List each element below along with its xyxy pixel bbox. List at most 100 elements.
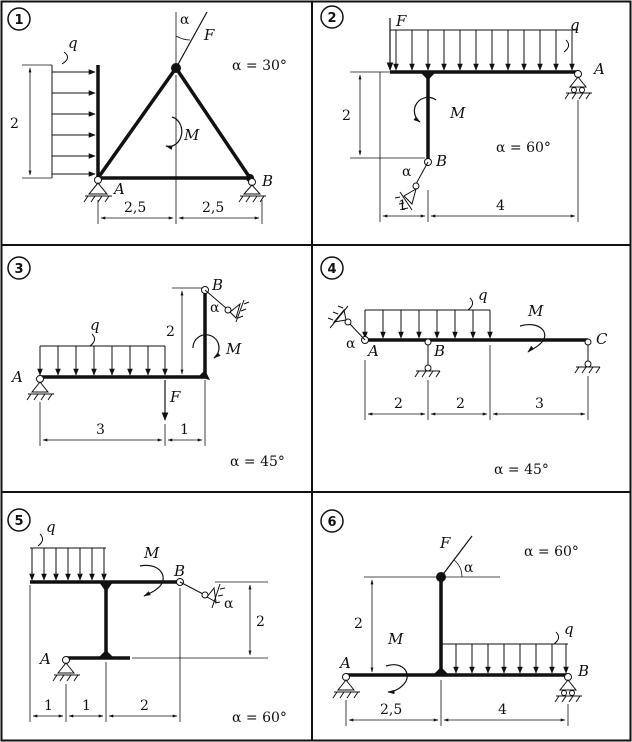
dimension-segment-1: 1	[44, 698, 53, 714]
load-label-q: q	[68, 34, 78, 52]
rigid-joint	[99, 582, 113, 592]
alpha-label: α	[224, 596, 234, 612]
dimension-lines	[22, 64, 263, 224]
load-label-q: q	[564, 620, 574, 638]
support-label-B: B	[261, 172, 273, 190]
dimension-height: 2	[342, 108, 351, 124]
dimension-lines	[39, 287, 206, 446]
angle-value: α = 45°	[494, 462, 549, 478]
load-label-q: q	[570, 16, 580, 34]
moment-M	[165, 116, 183, 150]
force-F	[440, 535, 500, 578]
support-label-B: B	[435, 152, 447, 170]
dimension-lines	[350, 71, 579, 222]
dimension-height: 2	[10, 116, 19, 132]
force-label-F: F	[169, 388, 181, 406]
panel-number: 4	[327, 262, 336, 277]
hinge-joint	[171, 63, 181, 73]
panel-number: 6	[327, 515, 336, 530]
dimension-lines	[29, 581, 268, 722]
dimension-height: 2	[256, 614, 265, 630]
support-A	[564, 70, 592, 100]
moment-label-M: M	[143, 544, 160, 562]
rigid-joint	[420, 72, 436, 80]
distributed-load-q	[37, 345, 168, 376]
distributed-load-q	[362, 309, 493, 339]
panel-number: 2	[327, 11, 336, 26]
moment-M	[192, 334, 221, 359]
panel-5: 5 q M	[7, 508, 287, 726]
force-label-F: F	[439, 534, 451, 552]
dimension-segment-3: 2	[140, 698, 149, 714]
dimension-segment-2: 1	[82, 698, 91, 714]
force-label-F: F	[395, 12, 407, 30]
frame-structure	[40, 288, 207, 379]
dimension-right: 4	[496, 198, 505, 214]
support-B	[554, 673, 582, 703]
alpha-label: α	[180, 12, 190, 28]
support-label-B: B	[433, 342, 445, 360]
support-A	[332, 673, 360, 699]
dimension-right: 4	[498, 702, 507, 718]
moment-M	[385, 664, 408, 695]
distributed-load-q	[29, 547, 107, 581]
dimension-left: 2,5	[124, 200, 146, 216]
force-label-F: F	[203, 26, 215, 44]
load-label-q: q	[478, 286, 488, 304]
dimension-left: 1	[398, 198, 407, 214]
moment-label-M: M	[387, 630, 404, 648]
moment-M	[519, 324, 546, 353]
distributed-load-q	[390, 29, 578, 71]
support-A	[26, 375, 54, 401]
panel-number-badge: 6	[320, 509, 344, 533]
support-label-C: C	[596, 330, 608, 348]
panel-number-badge: 4	[320, 256, 344, 280]
panel-number-badge: 5	[7, 508, 31, 532]
support-label-B: B	[211, 276, 223, 294]
support-label-B: B	[173, 562, 185, 580]
support-label-A: A	[10, 368, 23, 386]
panel-number-badge: 1	[7, 7, 31, 31]
alpha-label: α	[346, 336, 356, 352]
frame-structure	[346, 577, 568, 677]
dimension-right: 1	[180, 422, 189, 438]
support-B	[414, 338, 441, 378]
panel-6: 6 F α α = 60° q	[320, 509, 589, 726]
moment-label-M: M	[527, 302, 544, 320]
support-A	[327, 305, 369, 344]
distributed-load-q	[441, 643, 569, 674]
panel-4: 4 q M α A	[320, 256, 608, 478]
panel-number-badge: 2	[320, 5, 344, 29]
rigid-joint	[198, 370, 210, 380]
force-F	[175, 11, 208, 69]
moment-M	[139, 564, 164, 597]
distributed-load-q	[51, 65, 96, 178]
dimension-lines	[364, 345, 589, 420]
moment-label-M: M	[183, 126, 200, 144]
angle-value: α = 45°	[230, 454, 285, 470]
moment-label-M: M	[225, 340, 242, 358]
angle-value: α = 60°	[524, 544, 579, 560]
rigid-joint	[433, 667, 449, 675]
load-label-q: q	[90, 316, 100, 334]
angle-value: α = 60°	[232, 710, 287, 726]
dimension-right: 2,5	[202, 200, 224, 216]
support-B	[176, 578, 226, 609]
support-C	[574, 338, 601, 374]
load-label-q: q	[46, 518, 56, 536]
dimension-segment-2: 2	[456, 396, 465, 412]
dimension-lines	[345, 576, 569, 726]
panel-number: 3	[14, 262, 23, 277]
support-A	[83, 176, 112, 203]
support-label-A: A	[112, 180, 125, 198]
dimension-height: 2	[354, 616, 363, 632]
panel-1: 1 q α F M α = 3	[7, 7, 287, 224]
support-label-A: A	[38, 650, 51, 668]
support-B	[201, 286, 250, 323]
dimension-segment-1: 2	[394, 396, 403, 412]
panel-number-badge: 3	[7, 256, 31, 280]
rigid-joint	[98, 650, 114, 658]
moment-label-M: M	[449, 104, 466, 122]
